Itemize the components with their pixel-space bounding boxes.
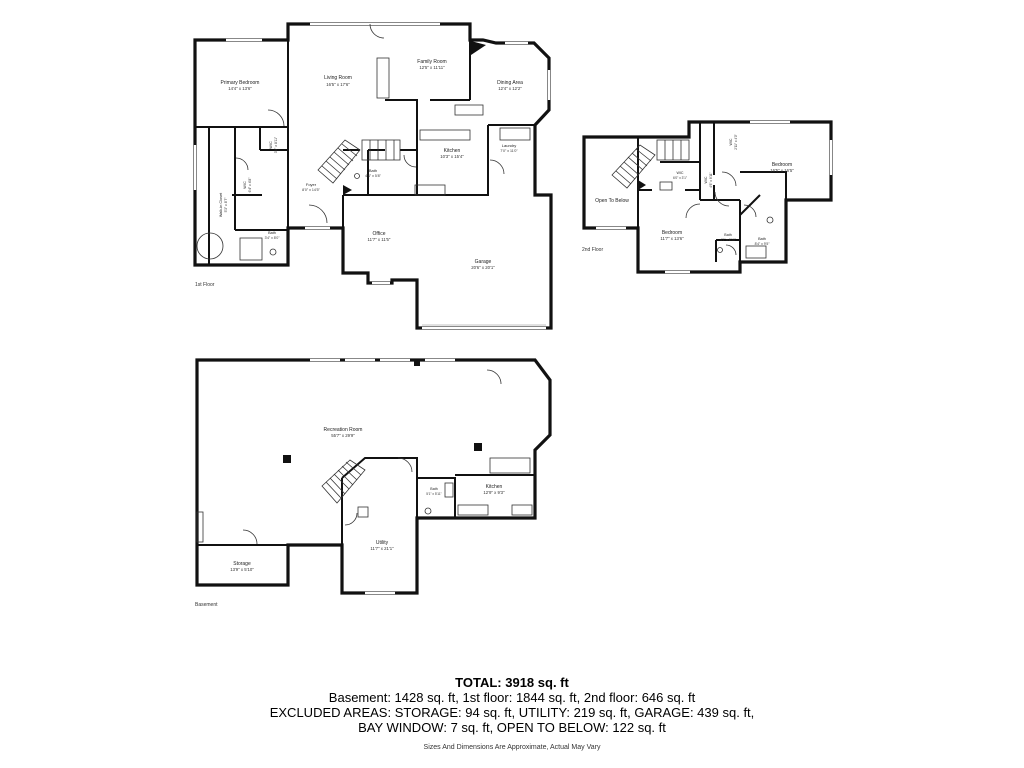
room-garage: Garage xyxy=(475,259,492,265)
room-basement-kitchen: Kitchen xyxy=(486,484,503,490)
room-bath-2a-dims: 4'1" x 6'10" xyxy=(720,238,736,242)
excluded-areas-line: EXCLUDED AREAS: STORAGE: 94 sq. ft, UTIL… xyxy=(269,705,755,720)
first-floor-column xyxy=(471,41,486,55)
room-living-room: Living Room xyxy=(324,75,352,81)
second-floor-interior-walls xyxy=(637,122,787,262)
room-walk-in-closet: Walk-in Closet xyxy=(219,192,223,217)
room-storage-dims: 13'9" x 5'10" xyxy=(230,567,254,572)
floor-areas-line: Basement: 1428 sq. ft, 1st floor: 1844 s… xyxy=(328,690,696,705)
disclaimer: Sizes And Dimensions Are Approximate, Ac… xyxy=(423,744,601,751)
room-bedroom-3-dims: 16'5" x 16'5" xyxy=(770,168,794,173)
room-wic-2b-dims: 4'6" x 8'11" xyxy=(709,172,713,187)
room-utility-dims: 11'7" x 21'1" xyxy=(370,546,394,551)
second-floor-stairs xyxy=(611,139,690,189)
basement-plan: Recreation Room 55'7" x 29'9" Bath 5'1" … xyxy=(195,358,552,608)
room-wic-b-dims: 3'8" x 8'11" xyxy=(274,136,278,153)
room-bath-2b-dims: 8'4" x 9'5" xyxy=(755,242,771,246)
room-wic-2c: WIC xyxy=(729,138,733,145)
first-floor-label: 1st Floor xyxy=(195,282,215,288)
second-floor-plan: Open To Below WIC 6'0" x 3'1" Bedroom 11… xyxy=(582,120,833,274)
room-kitchen-dims: 10'3" x 15'4" xyxy=(440,154,464,159)
room-bath-2b: Bath xyxy=(758,237,766,241)
room-dining-area-dims: 12'4" x 12'2" xyxy=(498,86,522,91)
total-area: TOTAL: 3918 sq. ft xyxy=(455,675,569,690)
basement-doors xyxy=(196,369,533,545)
basement-outer-wall xyxy=(195,358,552,595)
room-primary-bath-dims: 3'4" x 8'0" xyxy=(265,236,281,240)
room-wic-b: WIC xyxy=(269,141,273,149)
room-primary-bedroom: Primary Bedroom xyxy=(221,80,260,86)
room-walk-in-closet-dims: 5'3" x 8'7" xyxy=(224,197,228,213)
room-family-room: Family Room xyxy=(417,59,446,65)
room-wic-2c-dims: 2'11" x 4'0" xyxy=(734,134,738,149)
room-laundry-dims: 7'0" x 11'0" xyxy=(500,149,518,153)
room-wic-a: WIC xyxy=(243,181,247,189)
excluded-areas-line-2: BAY WINDOW: 7 sq. ft, OPEN TO BELOW: 122… xyxy=(358,720,666,735)
room-foyer: Foyer xyxy=(306,182,317,187)
room-wic-2b: WIC xyxy=(704,176,708,183)
room-bedroom-2: Bedroom xyxy=(662,230,682,236)
second-floor-doors xyxy=(659,171,774,259)
room-kitchen: Kitchen xyxy=(444,148,461,154)
basement-label: Basement xyxy=(195,602,218,608)
second-floor-label: 2nd Floor xyxy=(582,247,603,253)
room-garage-dims: 20'6" x 20'1" xyxy=(471,265,495,270)
basement-stairs xyxy=(321,459,366,504)
first-floor-interior-walls xyxy=(195,40,535,265)
room-wic-2a: WIC xyxy=(677,171,684,175)
room-bath-2a: Bath xyxy=(724,233,731,237)
room-foyer-dims: 8'0" x 14'5" xyxy=(302,188,320,192)
room-utility: Utility xyxy=(376,540,389,546)
room-office-dims: 11'7" x 11'5" xyxy=(368,237,391,242)
room-open-to-below: Open To Below xyxy=(595,198,629,204)
room-basement-bath: Bath xyxy=(430,487,437,491)
first-floor-fixtures xyxy=(196,57,531,261)
room-half-bath: Bath xyxy=(369,168,377,173)
room-basement-kitchen-dims: 12'9" x 9'3" xyxy=(483,490,505,495)
room-storage: Storage xyxy=(233,561,251,567)
room-wic-a-dims: 6'4" x 4'8" xyxy=(248,177,252,193)
second-floor-outer-wall xyxy=(582,120,833,274)
room-primary-bedroom-dims: 14'4" x 13'6" xyxy=(228,86,252,91)
room-living-room-dims: 16'5" x 17'6" xyxy=(326,82,350,87)
room-basement-bath-dims: 5'1" x 5'11" xyxy=(426,492,441,496)
basement-interior-walls xyxy=(197,457,535,546)
first-floor-stairs xyxy=(317,139,401,184)
first-floor-outer-wall xyxy=(193,22,553,330)
room-wic-2a-dims: 6'0" x 3'1" xyxy=(673,176,687,180)
first-floor-plan: Primary Bedroom 14'4" x 13'6" Living Roo… xyxy=(193,22,553,330)
room-half-bath-dims: 4'4" x 5'8" xyxy=(365,174,381,178)
room-recreation-room-dims: 55'7" x 29'9" xyxy=(331,433,355,438)
first-floor-doors xyxy=(235,23,505,224)
room-recreation-room: Recreation Room xyxy=(324,427,363,433)
room-bedroom-2-dims: 11'7" x 13'6" xyxy=(660,236,684,241)
room-family-room-dims: 12'5" x 11'11" xyxy=(419,65,445,70)
room-primary-bath: Bath xyxy=(268,231,276,235)
room-laundry: Laundry xyxy=(502,143,516,148)
room-dining-area: Dining Area xyxy=(497,80,523,86)
room-office: Office xyxy=(373,231,386,237)
room-bedroom-3: Bedroom xyxy=(772,162,792,168)
